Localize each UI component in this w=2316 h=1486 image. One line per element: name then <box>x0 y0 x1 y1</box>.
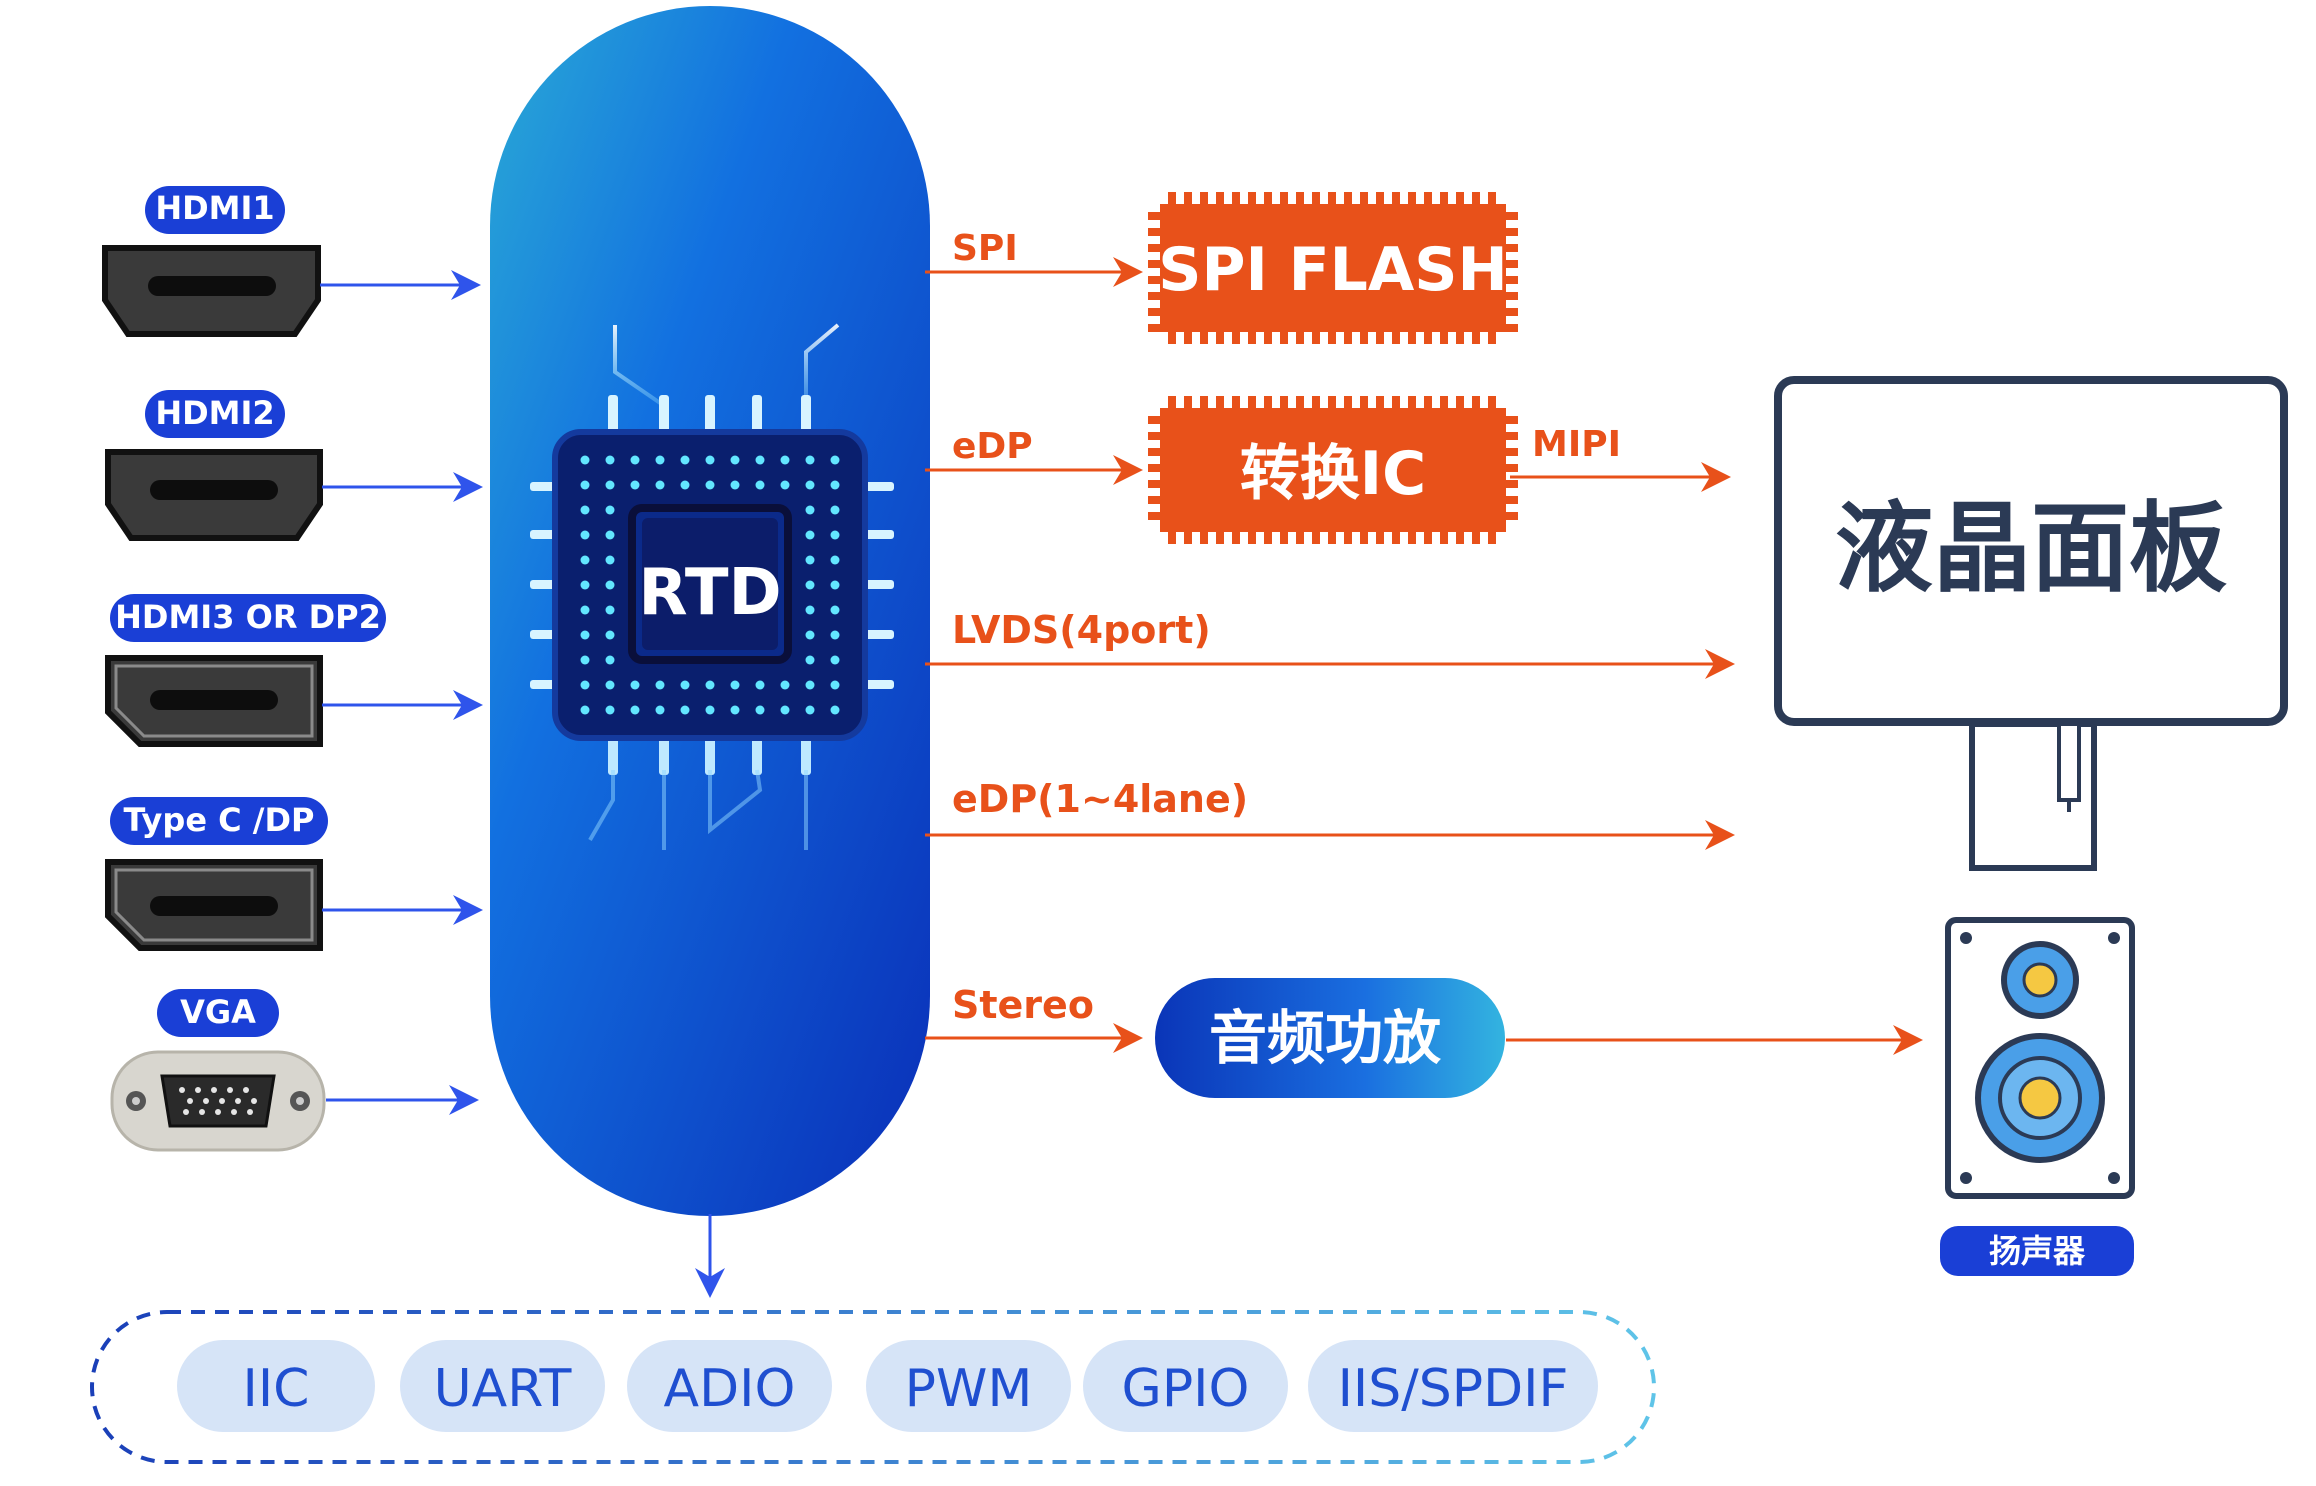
target-label: 转换IC <box>1240 439 1426 509</box>
input-badge <box>110 594 386 642</box>
peripheral-pill: IIS/SPDIF <box>1308 1340 1598 1432</box>
displayport-icon <box>105 859 323 951</box>
signal-label: eDP(1~4lane) <box>952 777 1248 821</box>
monitor-icon <box>1774 376 2288 871</box>
peripheral-list: IIC UART ADIO PWM GPIO IIS/SPDIF <box>177 1340 1598 1432</box>
speaker-icon <box>1945 917 2135 1199</box>
input-badge <box>145 390 285 438</box>
peripheral-label: IIC <box>243 1359 310 1419</box>
input-badge <box>110 797 328 845</box>
output-edp: eDP 转换IC MIPI <box>925 396 1731 544</box>
peripheral-pill-bg <box>177 1340 375 1432</box>
peripheral-pill-bg <box>627 1340 832 1432</box>
speaker-badge <box>1940 1226 2134 1276</box>
chip-icon: RTD <box>530 323 894 850</box>
peripheral-label: GPIO <box>1122 1359 1250 1419</box>
output-spi: SPI SPI FLASH <box>925 192 1518 344</box>
signal-label: SPI <box>952 228 1018 269</box>
signal-label: eDP <box>952 426 1033 467</box>
peripheral-label: UART <box>434 1359 572 1419</box>
signal-label: Stereo <box>952 983 1094 1027</box>
peripheral-pill-bg <box>866 1340 1071 1432</box>
input-badge <box>157 989 279 1037</box>
panel-label: 液晶面板 <box>1835 492 2227 606</box>
hdmi-port-icon <box>102 245 321 337</box>
displayport-icon <box>105 655 323 747</box>
vga-port-icon <box>110 1050 326 1152</box>
peripheral-label: IIS/SPDIF <box>1338 1359 1569 1419</box>
peripheral-pill-bg <box>1308 1340 1598 1432</box>
signal-label: MIPI <box>1532 424 1621 465</box>
input-badge <box>145 186 285 234</box>
flash-chip-icon <box>1148 192 1518 344</box>
hdmi-port-icon <box>105 449 323 541</box>
peripheral-pill: PWM <box>866 1340 1071 1432</box>
input-hdmi3-dp2: HDMI3 OR DP2 <box>105 594 483 747</box>
speaker-label: 扬声器 <box>1989 1232 2086 1270</box>
target-label: 音频功放 <box>1209 1004 1441 1072</box>
target-label: SPI FLASH <box>1158 235 1507 305</box>
input-hdmi1: HDMI1 <box>102 186 481 337</box>
peripheral-pill: GPIO <box>1083 1340 1288 1432</box>
output-lvds: LVDS(4port) <box>925 608 1735 679</box>
signal-label: LVDS(4port) <box>952 608 1211 652</box>
peripheral-label: ADIO <box>664 1359 796 1419</box>
input-label: HDMI1 <box>155 189 274 227</box>
converter-chip-icon <box>1148 396 1518 544</box>
peripheral-pill-bg <box>400 1340 605 1432</box>
output-stereo: Stereo 音频功放 <box>925 978 1923 1098</box>
peripheral-pill: IIC <box>177 1340 375 1432</box>
input-vga: VGA <box>110 989 479 1152</box>
peripheral-group <box>90 1310 1656 1464</box>
input-label: VGA <box>180 993 256 1031</box>
chip-label: RTD <box>638 556 781 630</box>
input-label: HDMI3 OR DP2 <box>115 598 381 636</box>
peripheral-pill: UART <box>400 1340 605 1432</box>
peripheral-pill-bg <box>1083 1340 1288 1432</box>
input-label: HDMI2 <box>155 394 274 432</box>
input-typec-dp: Type C /DP <box>105 797 483 951</box>
peripheral-label: PWM <box>905 1359 1033 1419</box>
peripheral-pill: ADIO <box>627 1340 832 1432</box>
input-label: Type C /DP <box>124 801 315 839</box>
input-hdmi2: HDMI2 <box>105 390 483 541</box>
output-edp-lanes: eDP(1~4lane) <box>925 777 1735 850</box>
audio-amp-block <box>1155 978 1505 1098</box>
